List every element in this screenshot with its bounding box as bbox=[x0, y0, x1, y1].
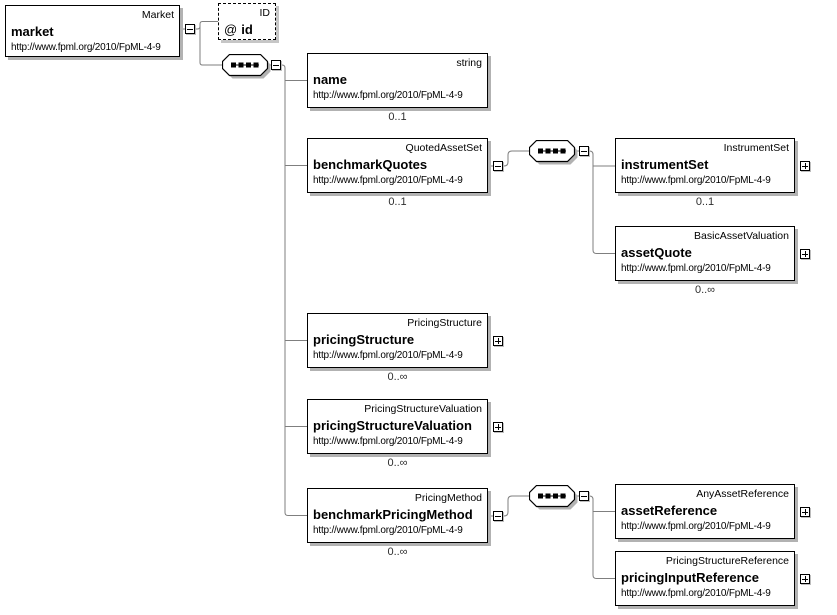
connector bbox=[281, 64, 307, 516]
connector bbox=[503, 150, 529, 167]
element-type-label: InstrumentSet bbox=[723, 142, 789, 154]
element-name-label: assetQuote bbox=[621, 245, 692, 260]
attribute-type-label: ID bbox=[259, 7, 271, 19]
attribute-box-id[interactable]: ID @id bbox=[218, 3, 276, 40]
sequence-icon[interactable] bbox=[528, 139, 579, 171]
element-namespace: http://www.fpml.org/2010/FpML-4-9 bbox=[313, 525, 463, 536]
element-name-label: assetReference bbox=[621, 503, 718, 518]
element-type-label: AnyAssetReference bbox=[696, 488, 789, 500]
element-name-label: benchmarkPricingMethod bbox=[313, 507, 473, 522]
attribute-at-sign: @ bbox=[224, 22, 238, 37]
element-type-label: PricingStructure bbox=[407, 317, 482, 329]
sequence-icon[interactable] bbox=[528, 484, 579, 516]
element-box-instrumentset[interactable]: InstrumentSet instrumentSet http://www.f… bbox=[615, 138, 795, 193]
element-namespace: http://www.fpml.org/2010/FpML-4-9 bbox=[313, 436, 463, 447]
element-namespace: http://www.fpml.org/2010/FpML-4-9 bbox=[621, 175, 771, 186]
element-namespace: http://www.fpml.org/2010/FpML-4-9 bbox=[621, 263, 771, 274]
element-namespace: http://www.fpml.org/2010/FpML-4-9 bbox=[313, 90, 463, 101]
element-namespace: http://www.fpml.org/2010/FpML-4-9 bbox=[621, 588, 771, 599]
cardinality-label-instrumentset: 0..1 bbox=[695, 196, 715, 208]
element-name-label: pricingStructureValuation bbox=[313, 418, 472, 433]
element-namespace: http://www.fpml.org/2010/FpML-4-9 bbox=[313, 350, 463, 361]
element-name-label: benchmarkQuotes bbox=[313, 157, 428, 172]
element-box-pricingstructurevaluation[interactable]: PricingStructureValuation pricingStructu… bbox=[307, 399, 488, 454]
element-box-pricinginputreference[interactable]: PricingStructureReference pricingInputRe… bbox=[615, 551, 795, 606]
collapse-button-benchmarkquotes[interactable] bbox=[493, 161, 503, 171]
cardinality-label-pricingstructurevaluation: 0..∞ bbox=[387, 457, 408, 469]
collapse-button-benchmarkpricingmethod-sequence[interactable] bbox=[579, 491, 589, 501]
attribute-name-label: @id bbox=[224, 21, 270, 38]
element-box-benchmarkpricingmethod[interactable]: PricingMethod benchmarkPricingMethod htt… bbox=[307, 488, 488, 543]
collapse-button-benchmarkpricingmethod[interactable] bbox=[493, 511, 503, 521]
expand-button-pricingstructurevaluation[interactable] bbox=[493, 422, 503, 432]
collapse-button-benchmarkquotes-sequence[interactable] bbox=[579, 146, 589, 156]
element-box-benchmarkquotes[interactable]: QuotedAssetSet benchmarkQuotes http://ww… bbox=[307, 138, 488, 193]
element-name-label: pricingStructure bbox=[313, 332, 415, 347]
expand-button-instrumentset[interactable] bbox=[800, 161, 810, 171]
element-name-label: pricingInputReference bbox=[621, 570, 759, 585]
element-type-label: BasicAssetValuation bbox=[694, 230, 789, 242]
attribute-name-text: id bbox=[241, 22, 253, 37]
expand-button-assetquote[interactable] bbox=[800, 249, 810, 259]
element-namespace: http://www.fpml.org/2010/FpML-4-9 bbox=[621, 521, 771, 532]
element-box-pricingstructure[interactable]: PricingStructure pricingStructure http:/… bbox=[307, 313, 488, 368]
element-type-label: QuotedAssetSet bbox=[405, 142, 482, 154]
element-type-label: PricingMethod bbox=[414, 492, 482, 504]
expand-button-pricinginputreference[interactable] bbox=[800, 574, 810, 584]
collapse-button-market[interactable] bbox=[185, 24, 195, 34]
element-box-assetreference[interactable]: AnyAssetReference assetReference http://… bbox=[615, 484, 795, 539]
element-type-label: Market bbox=[141, 9, 174, 21]
element-name-label: name bbox=[313, 72, 347, 87]
cardinality-label-benchmarkquotes: 0..1 bbox=[388, 196, 407, 208]
cardinality-label-assetquote: 0..∞ bbox=[694, 284, 716, 296]
element-name-label: instrumentSet bbox=[621, 157, 709, 172]
sequence-icon[interactable] bbox=[221, 53, 272, 85]
expand-button-pricingstructure[interactable] bbox=[493, 336, 503, 346]
element-box-assetquote[interactable]: BasicAssetValuation assetQuote http://ww… bbox=[615, 226, 795, 281]
collapse-button-market-sequence[interactable] bbox=[271, 60, 281, 70]
element-box-market[interactable]: Market market http://www.fpml.org/2010/F… bbox=[5, 5, 180, 57]
element-type-label: PricingStructureValuation bbox=[364, 403, 482, 415]
element-type-label: PricingStructureReference bbox=[665, 555, 789, 567]
element-name-label: market bbox=[11, 24, 54, 39]
connector bbox=[589, 495, 615, 579]
connector bbox=[503, 495, 529, 517]
element-type-label: string bbox=[456, 57, 482, 69]
cardinality-label-pricingstructure: 0..∞ bbox=[387, 371, 408, 383]
connector bbox=[589, 150, 615, 254]
element-namespace: http://www.fpml.org/2010/FpML-4-9 bbox=[11, 42, 161, 53]
connector bbox=[199, 26, 222, 66]
expand-button-assetreference[interactable] bbox=[800, 507, 810, 517]
cardinality-label-benchmarkpricingmethod: 0..∞ bbox=[387, 546, 408, 558]
cardinality-label-name: 0..1 bbox=[388, 111, 407, 123]
element-box-name[interactable]: string name http://www.fpml.org/2010/FpM… bbox=[307, 53, 488, 108]
element-namespace: http://www.fpml.org/2010/FpML-4-9 bbox=[313, 175, 463, 186]
connector bbox=[195, 21, 218, 30]
